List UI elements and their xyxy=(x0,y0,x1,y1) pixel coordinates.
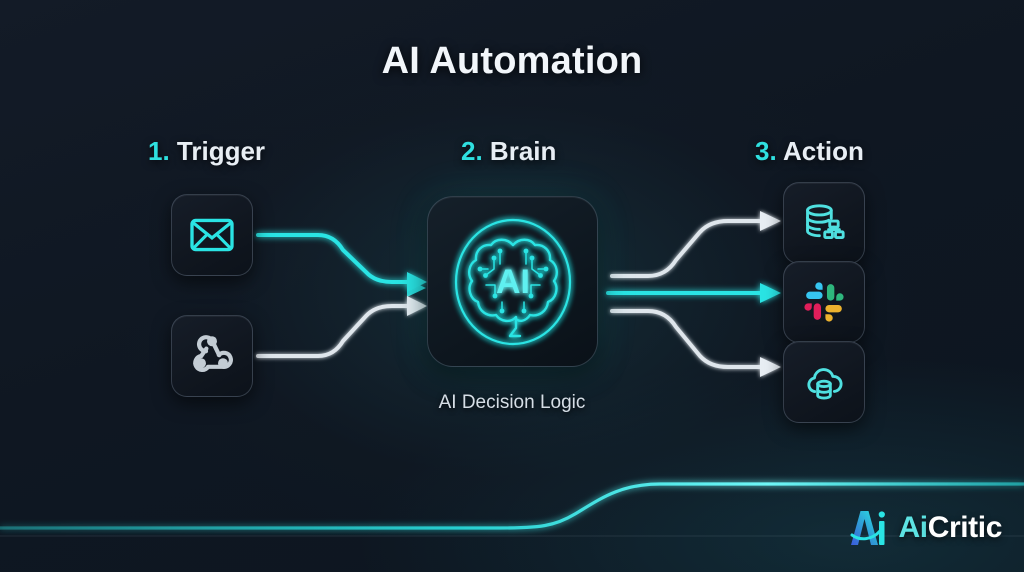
aicritic-mark-icon xyxy=(850,511,885,545)
column-number: 2. xyxy=(461,136,483,166)
brand-critic-text: Critic xyxy=(927,511,1003,544)
brain-circuit-icon: AI xyxy=(454,218,571,345)
trigger-node-email[interactable] xyxy=(171,194,253,276)
column-label: Action xyxy=(782,136,864,166)
connector-brain-to-slack xyxy=(606,283,781,303)
column-heading-brain: 2. Brain xyxy=(461,136,556,167)
action-node-cloud[interactable] xyxy=(783,341,865,423)
brain-caption: AI Decision Logic xyxy=(438,392,586,413)
slack-logo-icon xyxy=(804,282,844,322)
trigger-node-webhook[interactable] xyxy=(171,315,253,397)
brand-logo: AiCritic xyxy=(846,498,1003,550)
connector-middle-to-brain xyxy=(283,279,426,297)
column-number: 1. xyxy=(148,136,170,166)
brand-ai-text: Ai xyxy=(898,511,929,544)
column-number: 3. xyxy=(755,136,777,166)
action-node-database[interactable] xyxy=(783,182,865,264)
column-heading-action: 3. Action xyxy=(755,136,864,167)
connector-brain-to-cloud xyxy=(610,309,781,377)
connector-brain-to-database xyxy=(610,211,781,278)
column-heading-trigger: 1. Trigger xyxy=(148,136,265,167)
brain-badge-text: AI xyxy=(496,263,530,301)
page-title: AI Automation xyxy=(381,40,643,82)
column-label: Trigger xyxy=(176,136,266,166)
webhook-icon xyxy=(193,335,233,372)
envelope-icon xyxy=(190,218,234,252)
database-nodes-icon xyxy=(806,204,845,240)
action-node-slack[interactable] xyxy=(783,261,865,343)
column-label: Brain xyxy=(489,136,557,166)
connector-webhook-to-brain xyxy=(256,296,427,358)
brand-wordmark: AiCritic xyxy=(899,511,1003,545)
connector-email-to-brain xyxy=(256,233,427,292)
brain-node[interactable]: AI xyxy=(427,196,598,367)
cloud-database-icon xyxy=(807,368,843,400)
